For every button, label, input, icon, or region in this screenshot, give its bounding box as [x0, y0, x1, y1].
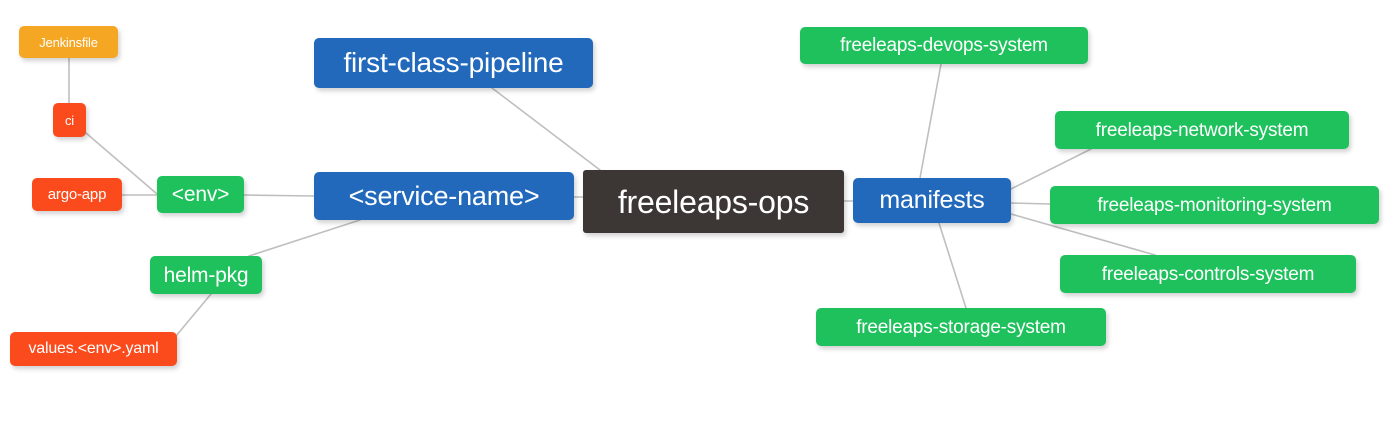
edge-manifests-to-freeleaps-storage-system	[938, 222, 967, 309]
mindmap-node-first-class-pipeline[interactable]: first-class-pipeline	[314, 38, 593, 88]
edge-first-class-pipeline-to-freeleaps-ops	[491, 87, 601, 171]
edge-env-to-service-name	[243, 194, 315, 197]
mindmap-node-jenkinsfile[interactable]: Jenkinsfile	[19, 26, 118, 58]
edge-values-env-yaml-to-helm-pkg	[175, 293, 212, 337]
mindmap-node-manifests[interactable]: manifests	[853, 178, 1011, 223]
edge-manifests-to-freeleaps-monitoring-system	[1010, 202, 1051, 205]
mindmap-node-service-name[interactable]: <service-name>	[314, 172, 574, 220]
mindmap-node-freeleaps-devops-system[interactable]: freeleaps-devops-system	[800, 27, 1088, 64]
edge-manifests-to-freeleaps-devops-system	[919, 63, 942, 179]
mindmap-node-ci[interactable]: ci	[53, 103, 86, 137]
edge-helm-pkg-to-service-name	[248, 219, 361, 257]
mindmap-node-freeleaps-storage-system[interactable]: freeleaps-storage-system	[816, 308, 1106, 346]
mindmap-node-values-env-yaml[interactable]: values.<env>.yaml	[10, 332, 177, 366]
mindmap-node-freeleaps-network-system[interactable]: freeleaps-network-system	[1055, 111, 1349, 149]
mindmap-node-argo-app[interactable]: argo-app	[32, 178, 122, 211]
edge-manifests-to-freeleaps-network-system	[1010, 148, 1092, 190]
mindmap-node-freeleaps-monitoring-system[interactable]: freeleaps-monitoring-system	[1050, 186, 1379, 224]
mindmap-node-env[interactable]: <env>	[157, 176, 244, 213]
mindmap-node-freeleaps-ops[interactable]: freeleaps-ops	[583, 170, 844, 233]
mindmap-node-freeleaps-controls-system[interactable]: freeleaps-controls-system	[1060, 255, 1356, 293]
mindmap-node-helm-pkg[interactable]: helm-pkg	[150, 256, 262, 294]
